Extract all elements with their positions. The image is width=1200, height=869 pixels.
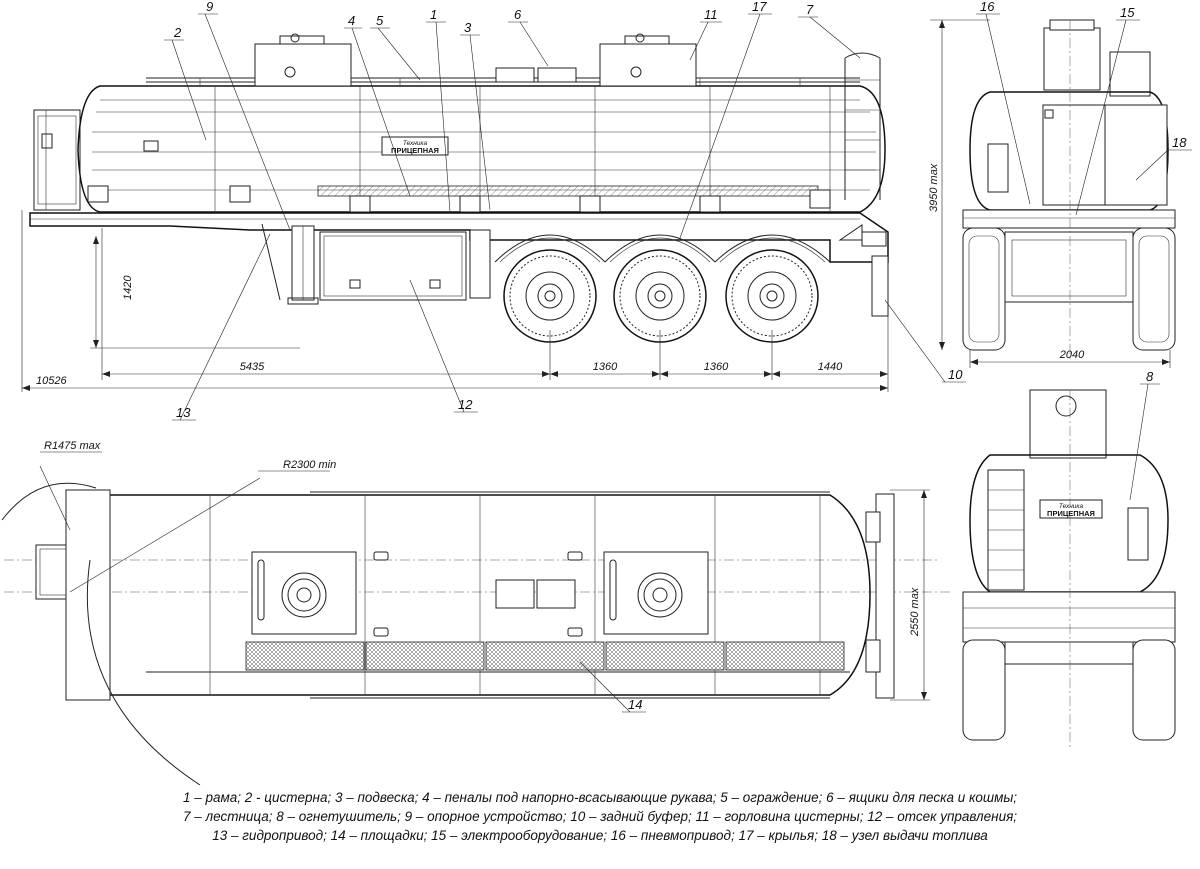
callout-6: 6 bbox=[514, 7, 522, 22]
landing-gear bbox=[287, 225, 319, 305]
manhole-top-rear bbox=[603, 551, 709, 635]
callout-5: 5 bbox=[376, 13, 384, 28]
logo-side: Техника ПРИЦЕПНАЯ bbox=[381, 136, 449, 156]
fire-extinguisher bbox=[1127, 507, 1149, 561]
legend-line-1: 1 – рама; 2 - цистерна; 3 – подвеска; 4 … bbox=[182, 790, 1018, 805]
wheel-3 bbox=[725, 249, 819, 343]
ladder-rear bbox=[987, 469, 1025, 591]
dim-width-max: 2550 max bbox=[909, 587, 921, 637]
dim-front-overhang: 5435 bbox=[240, 361, 265, 373]
callout-18: 18 bbox=[1172, 135, 1187, 150]
legend-line-2: 7 – лестница; 8 – огнетушитель; 9 – опор… bbox=[182, 809, 1018, 824]
callout-7: 7 bbox=[806, 2, 814, 17]
hydraulic-line bbox=[261, 223, 281, 301]
dim-front-radius: R1475 max bbox=[44, 440, 101, 452]
fenders bbox=[494, 234, 831, 263]
rear-view: 2040 3950 max bbox=[928, 19, 1176, 368]
dim-axle-spacing-2: 1360 bbox=[704, 361, 729, 373]
callout-16: 16 bbox=[980, 0, 995, 14]
wheel-2 bbox=[613, 249, 707, 343]
control-compartment bbox=[319, 229, 491, 301]
dim-coupling-height: 1420 bbox=[122, 275, 134, 300]
manhole-rear bbox=[599, 33, 697, 87]
rear-wheels bbox=[962, 227, 1176, 351]
rear-bumper bbox=[838, 224, 889, 317]
callout-10: 10 bbox=[948, 367, 963, 382]
callout-1: 1 bbox=[430, 7, 437, 22]
logo-rear-line2: ПРИЦЕПНАЯ bbox=[1047, 509, 1095, 518]
callout-3: 3 bbox=[464, 20, 472, 35]
top-view: 2550 max R1475 max R2300 min bbox=[1, 440, 950, 786]
side-dimensions: 5435 1360 1360 1440 10526 1420 bbox=[21, 210, 889, 392]
callouts: 1 2 3 4 5 6 7 8 9 10 11 12 13 14 15 16 1… bbox=[164, 0, 1192, 713]
callout-8: 8 bbox=[1146, 369, 1154, 384]
rear-view-2: Техника ПРИЦЕПНАЯ bbox=[962, 389, 1176, 750]
dim-width-track: 2040 bbox=[1059, 349, 1085, 361]
dim-height-max: 3950 max bbox=[928, 163, 940, 212]
ladder bbox=[844, 52, 881, 200]
frame-side bbox=[29, 212, 889, 263]
callout-17: 17 bbox=[752, 0, 767, 14]
dim-overall-length: 10526 bbox=[36, 375, 67, 387]
wheel-1 bbox=[503, 249, 597, 343]
tank-supports bbox=[87, 185, 831, 213]
dim-turn-radius: R2300 min bbox=[283, 459, 336, 471]
callout-9: 9 bbox=[206, 0, 213, 14]
callout-14: 14 bbox=[628, 697, 642, 712]
hose-pens bbox=[317, 185, 819, 197]
callout-2: 2 bbox=[173, 25, 182, 40]
logo-line1: Техника bbox=[403, 140, 428, 147]
callout-13: 13 bbox=[176, 405, 191, 420]
callout-12: 12 bbox=[458, 397, 473, 412]
logo-rear-line1: Техника bbox=[1059, 503, 1084, 510]
sand-boxes bbox=[495, 67, 577, 83]
front-box bbox=[33, 109, 81, 211]
callout-4: 4 bbox=[348, 13, 355, 28]
logo-rear: Техника ПРИЦЕПНАЯ bbox=[1039, 499, 1103, 519]
callout-11: 11 bbox=[704, 7, 718, 22]
dim-rear-overhang: 1440 bbox=[818, 361, 843, 373]
manhole-front bbox=[254, 33, 352, 87]
fuel-outlet-cabinet bbox=[987, 104, 1168, 206]
logo-line2: ПРИЦЕПНАЯ bbox=[391, 146, 439, 155]
legend-line-3: 13 – гидропривод; 14 – площадки; 15 – эл… bbox=[212, 828, 988, 843]
walkway-platforms bbox=[245, 641, 845, 671]
side-view: Техника ПРИЦЕПНАЯ bbox=[21, 33, 889, 392]
manhole-top-front bbox=[251, 551, 357, 635]
dim-axle-spacing-1: 1360 bbox=[593, 361, 618, 373]
callout-15: 15 bbox=[1120, 5, 1135, 20]
